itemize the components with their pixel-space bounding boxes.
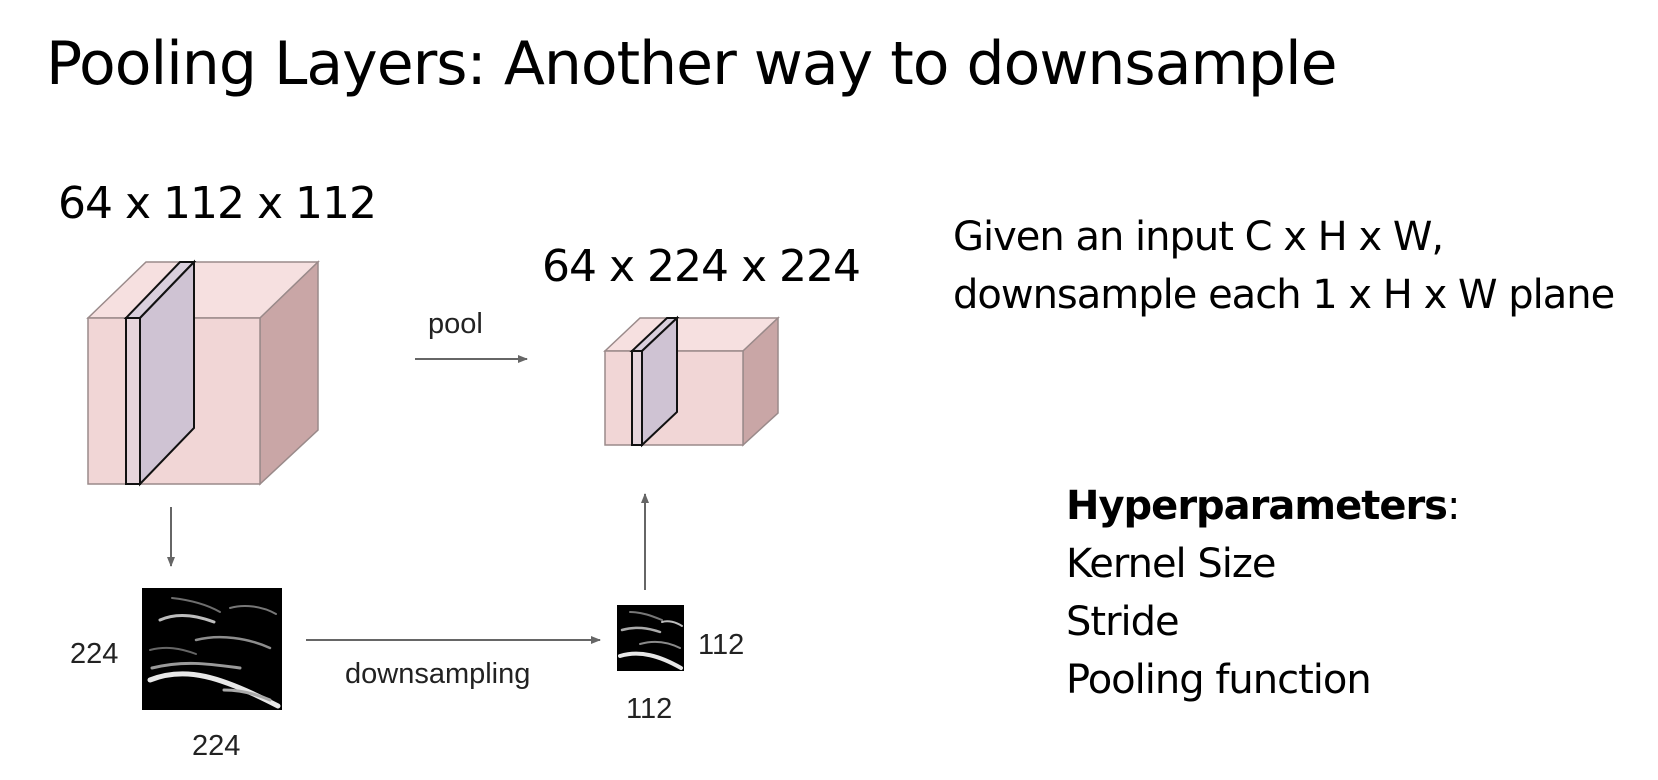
hyperparameter-item: Kernel Size xyxy=(1066,541,1277,587)
pool-arrow: pool xyxy=(415,308,528,363)
input-slice-front xyxy=(125,317,141,485)
downsampling-arrow: downsampling xyxy=(306,636,601,690)
output-volume-label: 64 x 224 x 224 xyxy=(542,241,861,292)
pooling-diagram: pool 224 224 downsampling xyxy=(70,259,780,762)
hyperparameters-list: Hyperparameters: Kernel Size Stride Pool… xyxy=(1066,477,1461,709)
slide-title: Pooling Layers: Another way to downsampl… xyxy=(46,29,1338,99)
output-slice-front xyxy=(631,350,643,446)
hyperparameters-heading-line: Hyperparameters: xyxy=(1066,477,1461,535)
hyperparameters-heading: Hyperparameters xyxy=(1066,483,1448,529)
downsampling-label: downsampling xyxy=(345,658,530,690)
hyperparameters-heading-colon: : xyxy=(1446,483,1461,529)
pool-label: pool xyxy=(428,308,483,340)
input-volume xyxy=(86,259,320,487)
description-line-1: Given an input C x H x W, xyxy=(953,214,1444,260)
output-volume xyxy=(603,315,780,448)
hyperparameter-item: Pooling function xyxy=(1066,657,1372,703)
small-map-width-label: 112 xyxy=(626,693,672,725)
large-map-height-label: 224 xyxy=(70,638,118,670)
input-volume-label: 64 x 112 x 112 xyxy=(58,178,377,229)
hyperparameter-item: Stride xyxy=(1066,599,1180,645)
large-map-width-label: 224 xyxy=(192,730,240,762)
small-map-height-label: 112 xyxy=(698,629,744,661)
small-activation-map: 112 112 xyxy=(617,605,744,725)
description-line-2: downsample each 1 x H x W plane xyxy=(953,272,1615,318)
description-text: Given an input C x H x W, downsample eac… xyxy=(953,208,1615,324)
large-activation-map: 224 224 xyxy=(70,588,282,762)
